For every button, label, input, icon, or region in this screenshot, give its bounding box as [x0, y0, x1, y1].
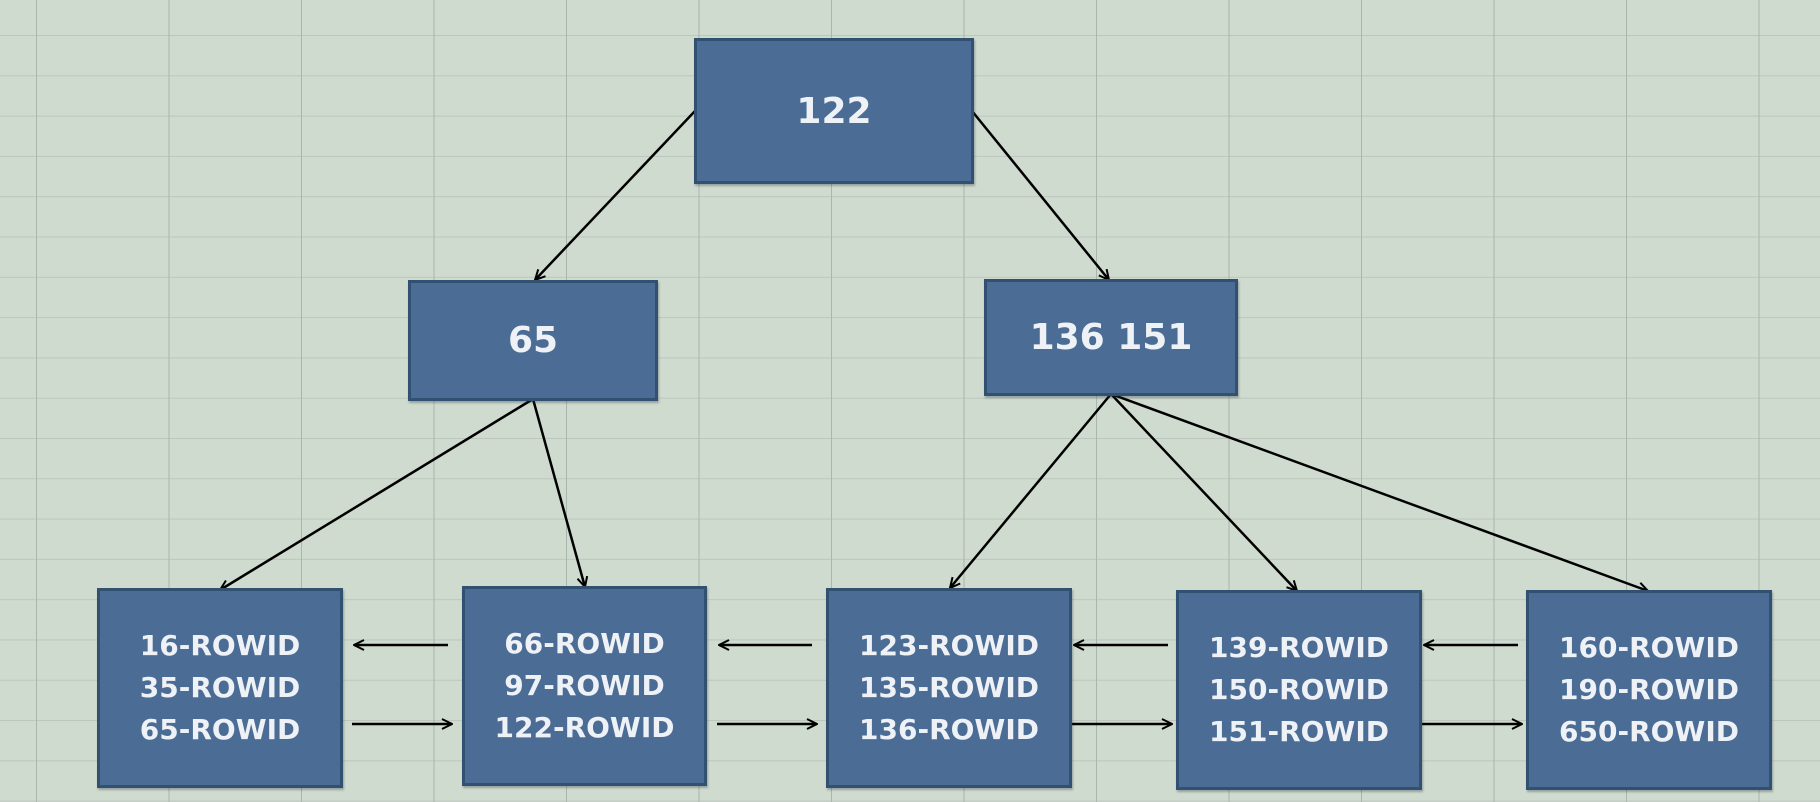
leaf-key: 136-ROWID: [859, 713, 1039, 746]
edge-branch-0-to-leaf-0: [220, 397, 534, 590]
leaf-key: 650-ROWID: [1559, 715, 1739, 748]
branch-node-65: 65: [408, 280, 658, 401]
edge-branch-1-to-leaf-4: [1110, 392, 1648, 591]
edge-root-to-branch-1: [971, 110, 1109, 280]
leaf-node-0: 16-ROWID 35-ROWID 65-ROWID: [97, 588, 343, 788]
leaf-key: 150-ROWID: [1209, 673, 1389, 706]
leaf-key: 151-ROWID: [1209, 715, 1389, 748]
leaf-node-4: 160-ROWID 190-ROWID 650-ROWID: [1526, 590, 1772, 790]
leaf-key: 122-ROWID: [494, 711, 675, 744]
branch-node-label: 65: [507, 320, 559, 361]
leaf-key: 66-ROWID: [504, 627, 665, 660]
leaf-key: 135-ROWID: [859, 671, 1039, 704]
leaf-key: 160-ROWID: [1559, 631, 1739, 664]
leaf-key: 97-ROWID: [504, 669, 665, 702]
edge-root-to-branch-0: [535, 110, 696, 280]
leaf-node-2: 123-ROWID 135-ROWID 136-ROWID: [826, 588, 1072, 788]
edge-branch-0-to-leaf-1: [531, 398, 585, 587]
branch-node-136-151: 136 151: [984, 279, 1238, 396]
leaf-key: 190-ROWID: [1559, 673, 1739, 706]
edge-branch-1-to-leaf-3: [1110, 393, 1297, 591]
leaf-key: 123-ROWID: [859, 629, 1039, 662]
leaf-node-1: 66-ROWID 97-ROWID 122-ROWID: [462, 586, 707, 786]
root-node-label: 122: [796, 90, 872, 132]
leaf-key: 139-ROWID: [1209, 631, 1389, 664]
leaf-node-3: 139-ROWID 150-ROWID 151-ROWID: [1176, 590, 1422, 790]
leaf-key: 16-ROWID: [139, 629, 301, 662]
leaf-key: 65-ROWID: [139, 713, 301, 746]
leaf-key: 35-ROWID: [139, 671, 301, 704]
edge-branch-1-to-leaf-2: [950, 393, 1112, 588]
root-node: 122: [694, 38, 974, 184]
branch-node-label: 136 151: [1029, 317, 1193, 358]
